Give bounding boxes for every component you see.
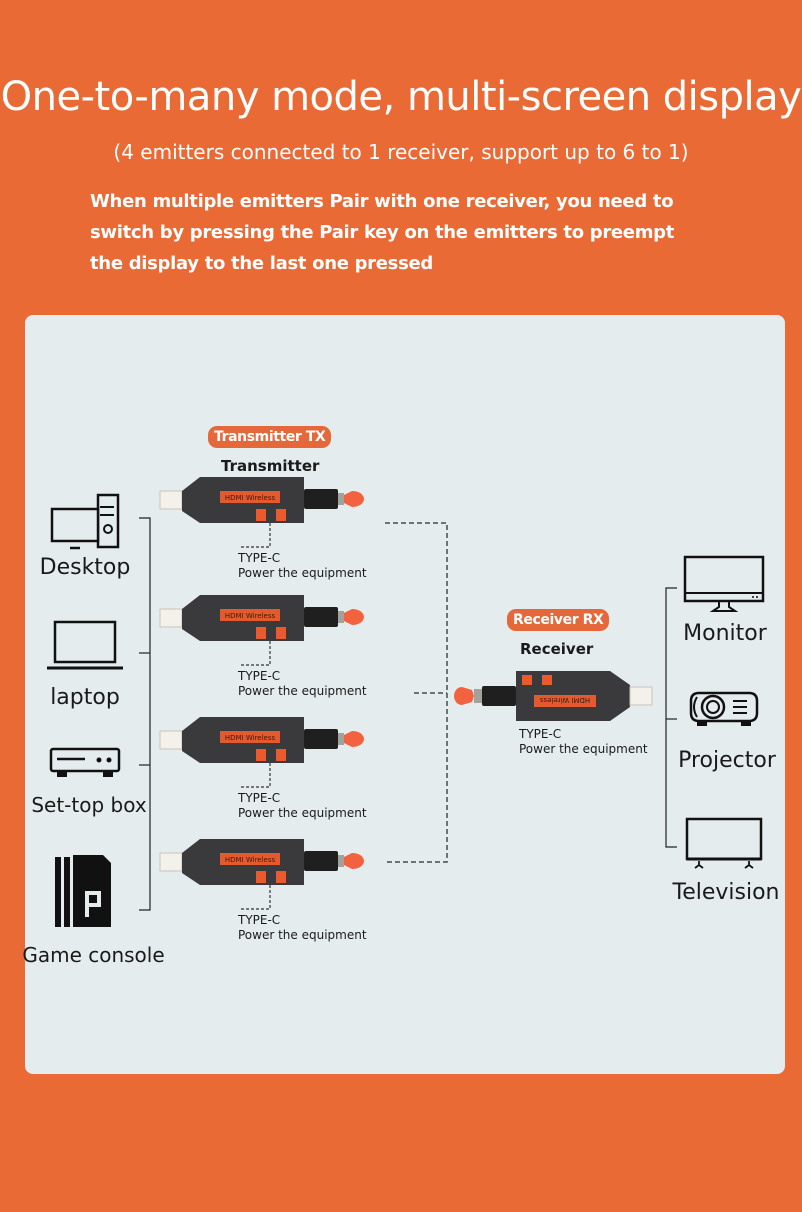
desktop-icon [50, 493, 120, 550]
laptop-icon [47, 620, 123, 670]
source-label-laptop: laptop [50, 685, 120, 710]
page-description: When multiple emitters Pair with one rec… [90, 191, 675, 274]
power-leader-line [240, 523, 271, 548]
transmitter-device: HDMI Wireless [159, 717, 364, 763]
receiver-port-label: TYPE-C [519, 727, 562, 741]
television-icon [685, 817, 763, 869]
transmitter-port-desc: Power the equipment [238, 566, 367, 580]
set-top-box-icon [49, 747, 121, 777]
game-console-icon [55, 855, 111, 927]
svg-text:HDMI Wireless: HDMI Wireless [225, 612, 276, 620]
transmitter-port: TYPE-C Power the equipment [238, 913, 367, 943]
svg-text:HDMI Wireless: HDMI Wireless [225, 734, 276, 742]
source-label-desktop: Desktop [39, 555, 131, 580]
power-leader-line [240, 763, 271, 788]
transmitter-port-label: TYPE-C [238, 551, 281, 565]
svg-text:HDMI Wireless: HDMI Wireless [225, 494, 276, 502]
display-label-monitor: Monitor [683, 621, 767, 646]
transmitter-port-desc: Power the equipment [238, 806, 367, 820]
source-label-set-top-box: Set-top box [31, 793, 147, 817]
transmitter-label: Transmitter [221, 457, 320, 475]
transmitter-device: HDMI Wireless [159, 477, 364, 523]
transmitter-device: HDMI Wireless [159, 839, 364, 885]
source-label-game-console: Game console [22, 943, 165, 967]
transmitter-port: TYPE-C Power the equipment [238, 669, 367, 699]
transmitter-port-desc: Power the equipment [238, 684, 367, 698]
transmitter-device: HDMI Wireless [159, 595, 364, 641]
receiver-device: HDMI Wireless [454, 671, 653, 721]
wireless-link-lines [385, 522, 448, 863]
transmitter-port-label: TYPE-C [238, 791, 281, 805]
receiver-port-desc: Power the equipment [519, 742, 648, 756]
diagram-card: Desktop laptop Set-top box Game console … [22, 315, 785, 1074]
receiver-badge: Receiver RX [507, 609, 610, 631]
receiver-label: Receiver [520, 640, 594, 658]
display-label-television: Television [672, 880, 780, 905]
power-leader-line [240, 885, 271, 910]
display-label-projector: Projector [678, 748, 776, 773]
power-leader-line [240, 641, 271, 666]
receiver-device-text: HDMI Wireless [540, 696, 591, 704]
page-subtitle: (4 emitters connected to 1 receiver, sup… [113, 140, 689, 164]
transmitter-port: TYPE-C Power the equipment [238, 791, 367, 821]
transmitter-port-label: TYPE-C [238, 669, 281, 683]
display-bracket [665, 587, 677, 848]
transmitter-badge: Transmitter TX [208, 426, 332, 448]
svg-text:HDMI Wireless: HDMI Wireless [225, 856, 276, 864]
page-title: One-to-many mode, multi-screen display [0, 74, 802, 120]
monitor-icon [683, 555, 765, 612]
projector-icon [689, 691, 759, 726]
transmitter-port-label: TYPE-C [238, 913, 281, 927]
source-bracket [139, 517, 151, 911]
transmitter-port: TYPE-C Power the equipment [238, 551, 367, 581]
receiver-port: TYPE-C Power the equipment [519, 727, 648, 757]
transmitter-port-desc: Power the equipment [238, 928, 367, 942]
